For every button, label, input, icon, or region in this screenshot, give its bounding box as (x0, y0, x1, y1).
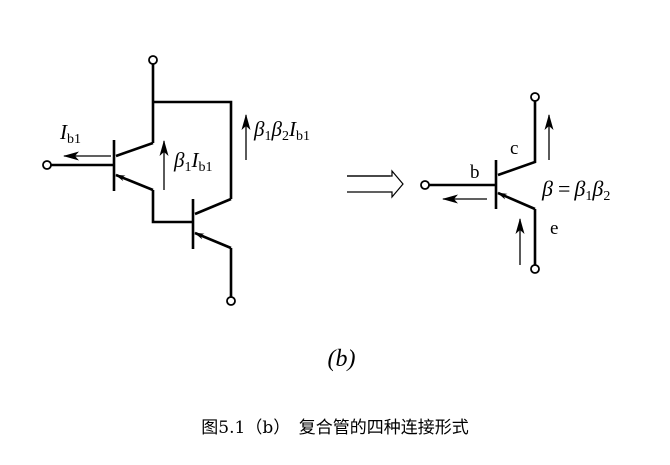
eq-base-terminal[interactable] (420, 180, 430, 190)
ib1-label: Ib1 (59, 120, 81, 147)
collector-bus-wire (153, 100, 233, 199)
base-label: b (470, 162, 480, 183)
compound-transistor: Ib1 β1Ib1 β1β2Ib1 (42, 55, 310, 306)
q1-to-q2-wire (151, 190, 193, 224)
emitter-terminal[interactable] (226, 296, 236, 306)
q2-collector (194, 197, 232, 216)
q1-emitter-arrow (115, 173, 154, 192)
equivalent-arrow-icon (347, 169, 404, 199)
transistor-q2 (191, 197, 232, 250)
eq-emitter-terminal[interactable] (530, 264, 540, 274)
beta-equation: β=β1β2 (541, 176, 610, 204)
emitter-label: e (550, 218, 558, 239)
figure-caption: 图5.1（b） 复合管的四种连接形式 (201, 418, 469, 438)
base-terminal[interactable] (42, 160, 52, 170)
beta1-beta2-ib1-label: β1β2Ib1 (253, 117, 310, 144)
figure-sublabel: (b) (327, 346, 356, 372)
beta1-ib1-label: β1Ib1 (173, 148, 212, 175)
collector-terminal[interactable] (148, 55, 158, 65)
eq-emitter-arrow (497, 191, 536, 211)
equivalent-transistor: b c e β=β1β2 (420, 92, 610, 274)
eq-collector-wire (497, 101, 537, 177)
collector-label: c (510, 138, 518, 159)
eq-collector-terminal[interactable] (530, 92, 540, 102)
q2-emitter-arrow (194, 231, 232, 250)
q1-collector (115, 141, 154, 158)
transistor-q1 (112, 140, 154, 192)
